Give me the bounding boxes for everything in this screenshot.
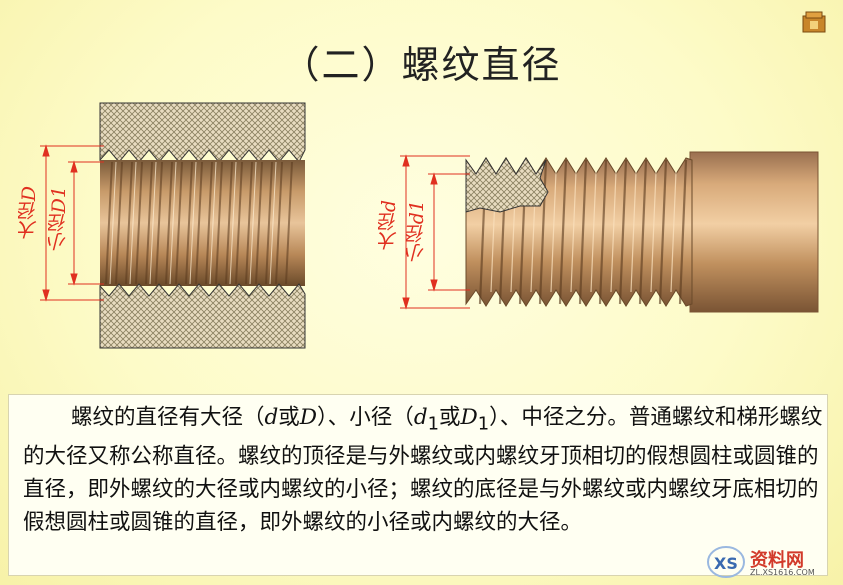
- para-segment-1: 螺纹的直径有大径（: [71, 405, 265, 430]
- nut-bore-helix: [105, 161, 293, 285]
- symbol-d1-subscript: 1: [427, 413, 439, 435]
- bolt-thread-crests: [478, 159, 688, 305]
- para-segment-3: ）、中径之分。普通螺纹和梯形螺纹的大径又称公称直径。螺纹的顶径是与外螺纹或内螺纹…: [23, 405, 823, 536]
- watermark-url: ZL.XS1616.COM: [750, 568, 815, 577]
- symbol-D: D: [299, 405, 318, 430]
- watermark-text: 资料网: [750, 550, 804, 571]
- label-internal-major-diameter: 大径D: [18, 186, 40, 240]
- symbol-D1-subscript: 1: [477, 413, 490, 435]
- external-thread: [400, 151, 819, 313]
- external-dimensions: [400, 154, 470, 310]
- symbol-d: d: [264, 405, 279, 430]
- watermark-logo-icon: XS: [707, 546, 745, 578]
- label-external-major-diameter: 大径d: [378, 200, 400, 251]
- para-or-2: 或: [438, 405, 461, 430]
- thread-diagram: [40, 102, 819, 349]
- description-paragraph: 螺纹的直径有大径（d或D）、小径（d1或D1）、中径之分。普通螺纹和梯形螺纹的大…: [23, 401, 823, 539]
- nut-section-bottom: [99, 283, 306, 349]
- internal-dimensions: [40, 144, 104, 302]
- nut-section-top: [99, 102, 306, 163]
- label-internal-minor-diameter: 小径D1: [48, 186, 70, 252]
- internal-thread: [40, 102, 306, 349]
- logo-icon: [802, 11, 826, 33]
- bolt-shank: [689, 151, 819, 313]
- nut-bore-highlight: [109, 161, 277, 285]
- symbol-d1: d: [413, 405, 428, 430]
- description-box: 螺纹的直径有大径（d或D）、小径（d1或D1）、中径之分。普通螺纹和梯形螺纹的大…: [8, 394, 828, 576]
- para-or-1: 或: [278, 405, 300, 430]
- symbol-D1: D: [460, 405, 478, 430]
- label-external-minor-diameter: 小径d1: [406, 200, 428, 263]
- page-title: （二）螺纹直径: [281, 43, 562, 87]
- bolt-section-cut: [465, 157, 549, 213]
- watermark: XS 资料网 ZL.XS1616.COM: [706, 544, 836, 580]
- para-segment-2: ）、小径（: [317, 405, 414, 430]
- svg-text:XS: XS: [714, 554, 738, 573]
